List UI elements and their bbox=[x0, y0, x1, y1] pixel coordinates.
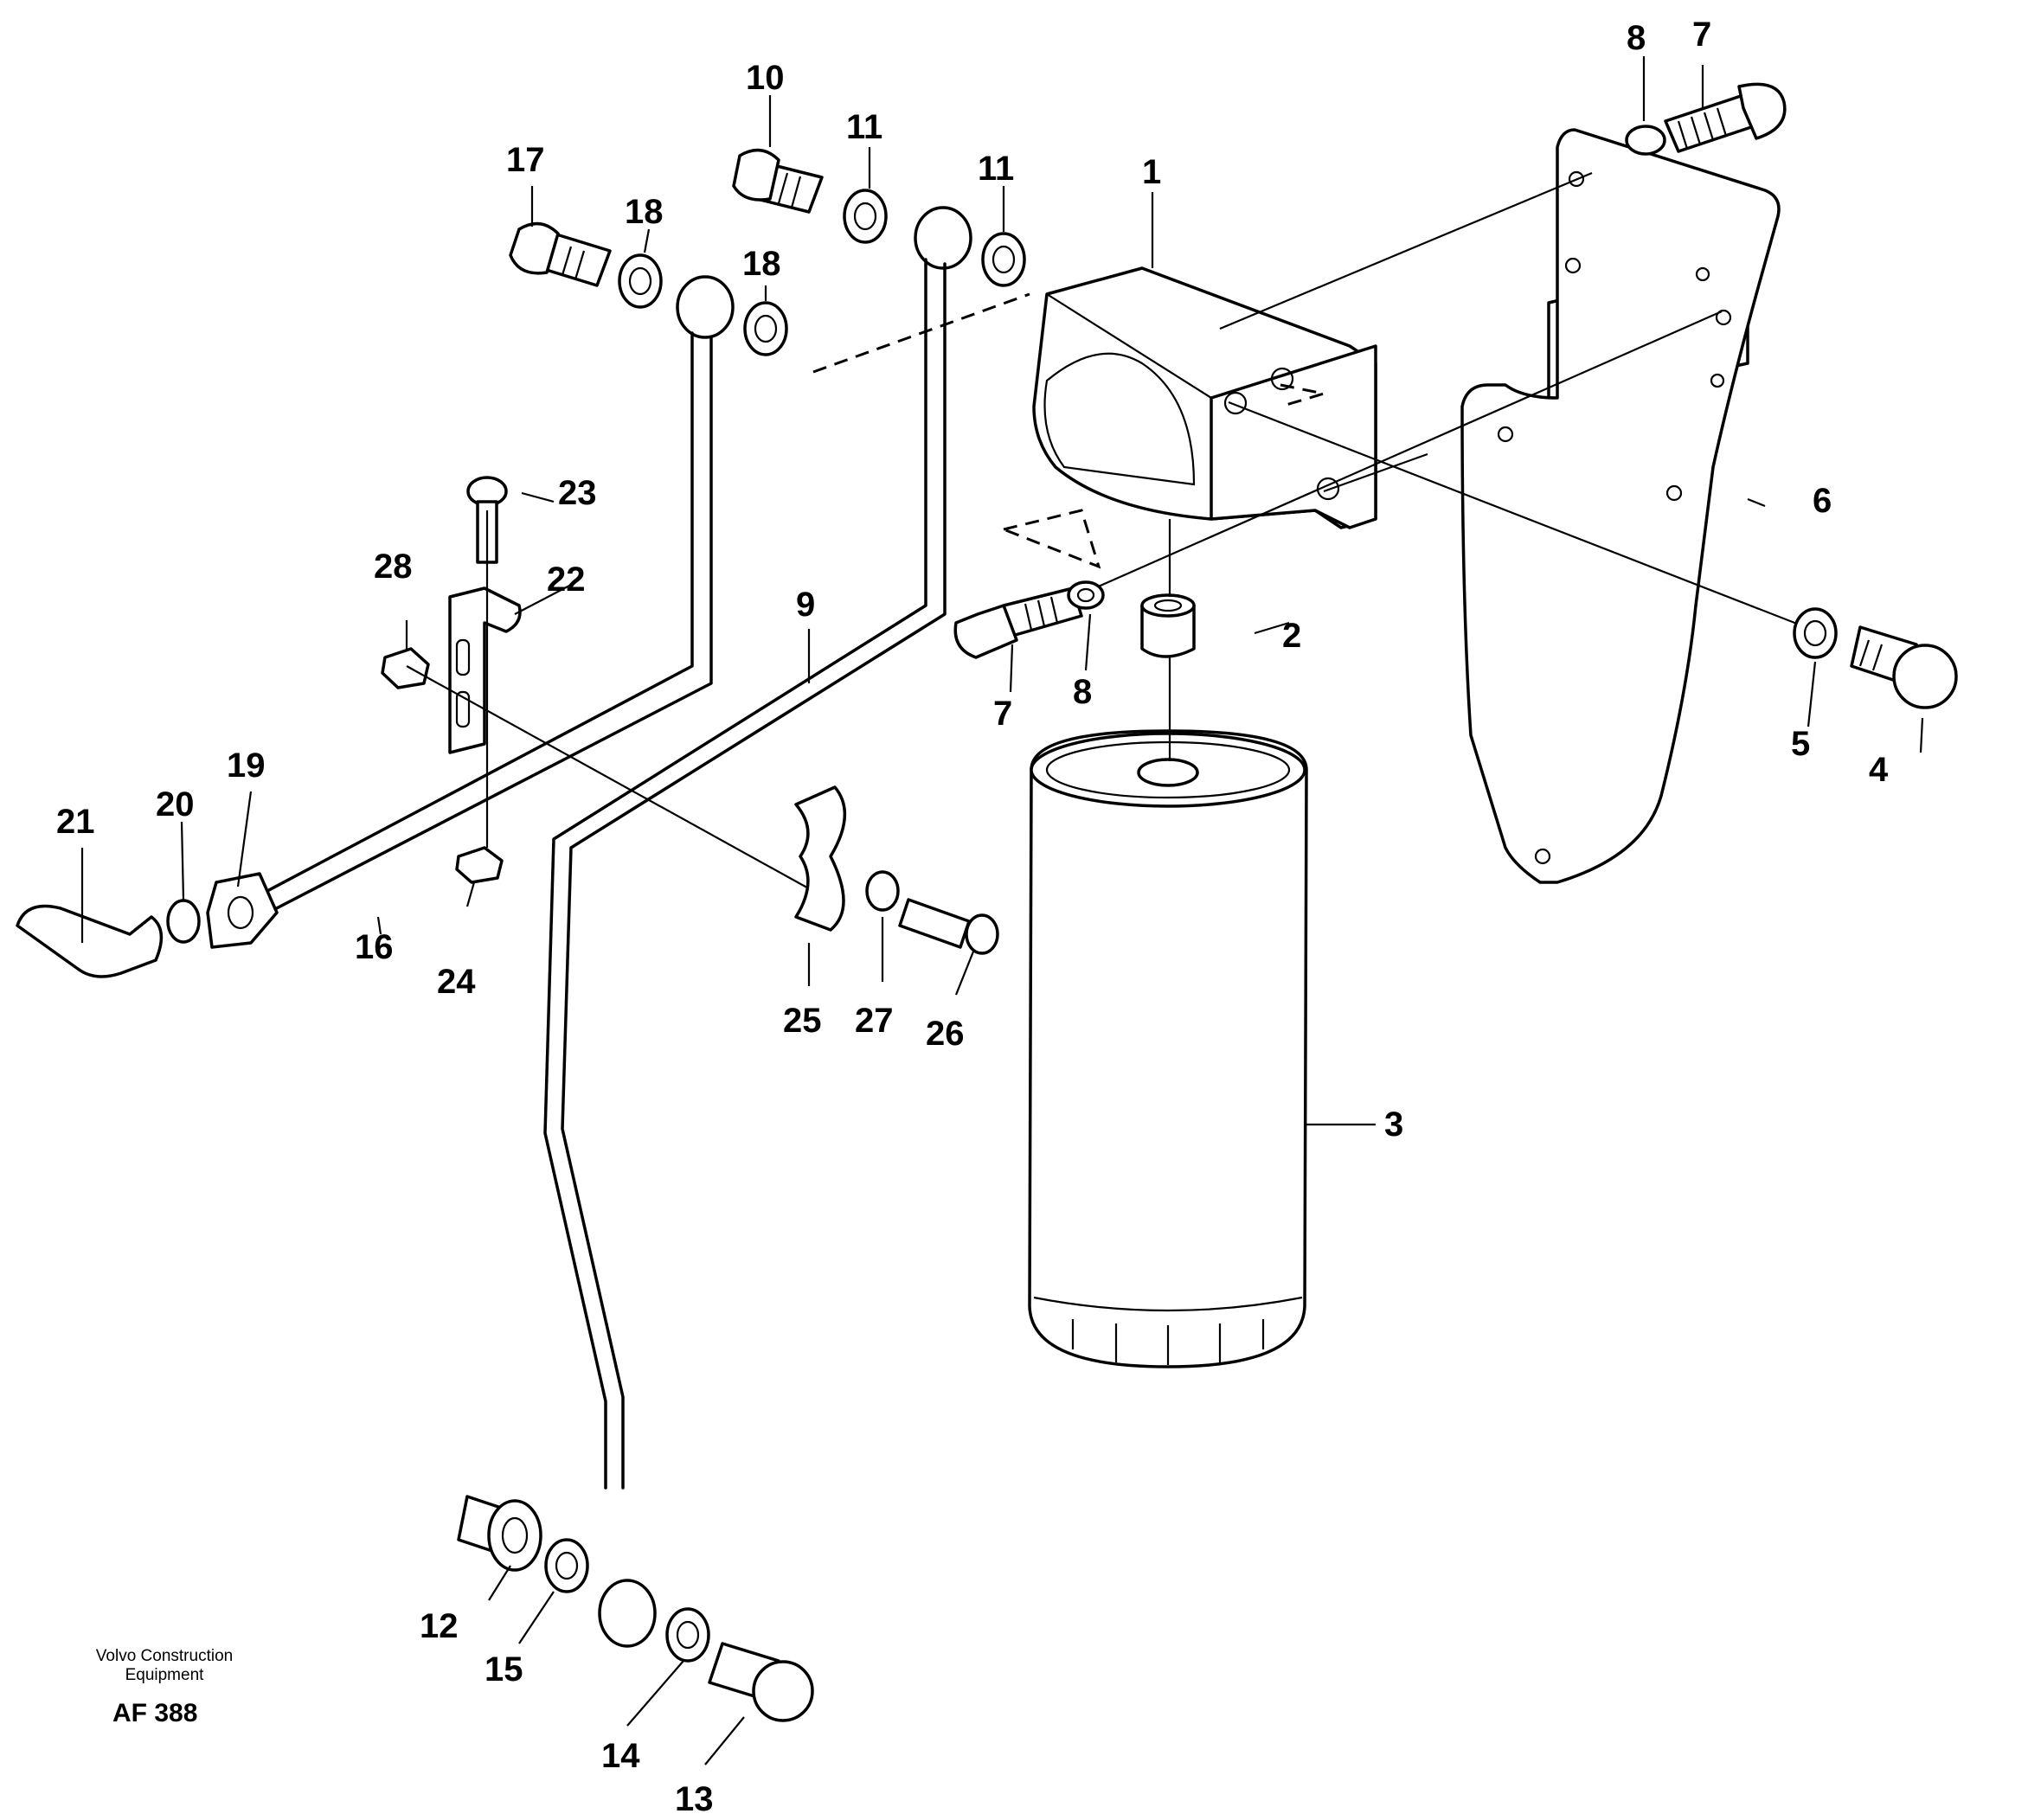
filter-head-part bbox=[1032, 266, 1377, 529]
banjo-bolt-part bbox=[509, 221, 612, 287]
oil-pipe-part bbox=[543, 258, 927, 1490]
callout-23: 23 bbox=[558, 474, 597, 512]
sealing-washer-part bbox=[981, 232, 1026, 287]
callout-11-right: 11 bbox=[978, 150, 1014, 188]
mounting-bracket-part bbox=[1460, 128, 1781, 884]
callout-25: 25 bbox=[783, 1002, 822, 1040]
callout-7-lower: 7 bbox=[993, 695, 1012, 733]
bolt-part bbox=[953, 586, 1083, 659]
callout-14: 14 bbox=[601, 1737, 640, 1775]
washer-part bbox=[1067, 580, 1105, 610]
nut-part bbox=[381, 647, 430, 689]
nipple-part bbox=[1140, 593, 1196, 658]
callout-21: 21 bbox=[56, 803, 95, 841]
callout-24: 24 bbox=[437, 963, 476, 1001]
callout-9: 9 bbox=[796, 586, 815, 624]
sealing-washer-part bbox=[743, 301, 788, 356]
callout-4: 4 bbox=[1869, 751, 1889, 789]
washer-part bbox=[865, 870, 900, 912]
banjo-bolt-part bbox=[1850, 625, 1958, 709]
callout-18-left: 18 bbox=[625, 193, 664, 231]
elbow-fitting-part bbox=[16, 904, 164, 978]
callout-1: 1 bbox=[1142, 153, 1161, 191]
callout-13: 13 bbox=[675, 1780, 714, 1818]
banjo-fitting-part bbox=[914, 206, 972, 270]
callout-20: 20 bbox=[156, 785, 195, 823]
callout-18-right: 18 bbox=[742, 245, 781, 283]
banjo-bolt-part bbox=[708, 1642, 814, 1722]
bolt-part bbox=[1664, 82, 1787, 153]
nipple-part bbox=[166, 899, 201, 944]
caption-brand-line2: Equipment bbox=[125, 1666, 205, 1684]
oil-filter-canister-part bbox=[1028, 729, 1308, 1368]
callout-12: 12 bbox=[420, 1607, 459, 1645]
screw-part bbox=[466, 476, 508, 564]
sealing-washer-part bbox=[665, 1607, 710, 1663]
callout-8-lower: 8 bbox=[1073, 673, 1092, 711]
callout-7-top: 7 bbox=[1692, 16, 1711, 54]
nut-part bbox=[455, 846, 504, 884]
callout-10: 10 bbox=[746, 59, 785, 97]
sealing-washer-part bbox=[618, 253, 663, 309]
callout-16: 16 bbox=[355, 928, 394, 966]
clip-bracket-part bbox=[448, 586, 522, 754]
leader-lines bbox=[80, 56, 1924, 1766]
sealing-washer-part bbox=[1793, 607, 1838, 659]
sealing-washer-part bbox=[544, 1538, 589, 1593]
caption-reference: AF 388 bbox=[112, 1699, 197, 1727]
callout-2: 2 bbox=[1282, 617, 1301, 655]
union-nut-part bbox=[206, 872, 279, 949]
caption-brand-line1: Volvo Construction bbox=[96, 1647, 233, 1665]
adapter-part bbox=[457, 1495, 542, 1572]
banjo-fitting-part bbox=[598, 1579, 657, 1648]
callout-22: 22 bbox=[547, 561, 586, 599]
oil-pipe-part bbox=[249, 331, 694, 901]
callout-19: 19 bbox=[227, 747, 266, 785]
pipe-clamp-part bbox=[794, 785, 846, 932]
banjo-fitting-part bbox=[676, 275, 735, 339]
sealing-washer-part bbox=[843, 189, 888, 244]
callout-15: 15 bbox=[485, 1650, 523, 1689]
banjo-bolt-part bbox=[732, 148, 824, 214]
callout-27: 27 bbox=[855, 1002, 894, 1040]
callout-5: 5 bbox=[1791, 725, 1810, 763]
callout-28: 28 bbox=[374, 548, 413, 586]
callout-26: 26 bbox=[926, 1015, 965, 1053]
callout-11-left: 11 bbox=[846, 108, 882, 146]
callout-8-top: 8 bbox=[1627, 19, 1646, 57]
washer-part bbox=[1625, 125, 1666, 156]
callout-6: 6 bbox=[1813, 482, 1832, 520]
screw-part bbox=[898, 898, 999, 955]
callout-17: 17 bbox=[506, 141, 545, 179]
callout-3: 3 bbox=[1384, 1105, 1403, 1144]
